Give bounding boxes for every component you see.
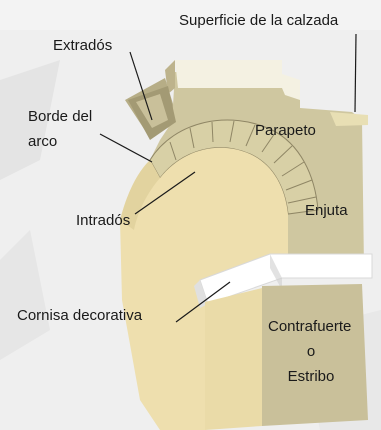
leader-cornisa [175, 281, 231, 323]
label-borde-line2: arco [28, 133, 57, 150]
voussoir-joints [169, 120, 317, 204]
label-intrados: Intradós [76, 212, 130, 229]
buttress [205, 284, 368, 430]
arch-ring [149, 119, 319, 215]
label-borde-line1: Borde del [28, 108, 92, 125]
label-contrafuerte-line3: Estribo [288, 368, 335, 385]
leader-extrados [129, 51, 153, 121]
leader-intrados [134, 171, 196, 215]
label-contrafuerte-line2: o [307, 343, 315, 360]
parapet-cap [175, 60, 300, 100]
label-superficie: Superficie de la calzada [179, 12, 339, 29]
leader-borde [99, 133, 153, 163]
leader-superficie [354, 33, 357, 113]
label-parapeto: Parapeto [255, 122, 316, 139]
label-extrados: Extradós [53, 37, 112, 54]
label-cornisa: Cornisa decorativa [17, 307, 143, 324]
label-enjuta: Enjuta [305, 202, 348, 219]
label-contrafuerte-line1: Contrafuerte [268, 318, 351, 335]
